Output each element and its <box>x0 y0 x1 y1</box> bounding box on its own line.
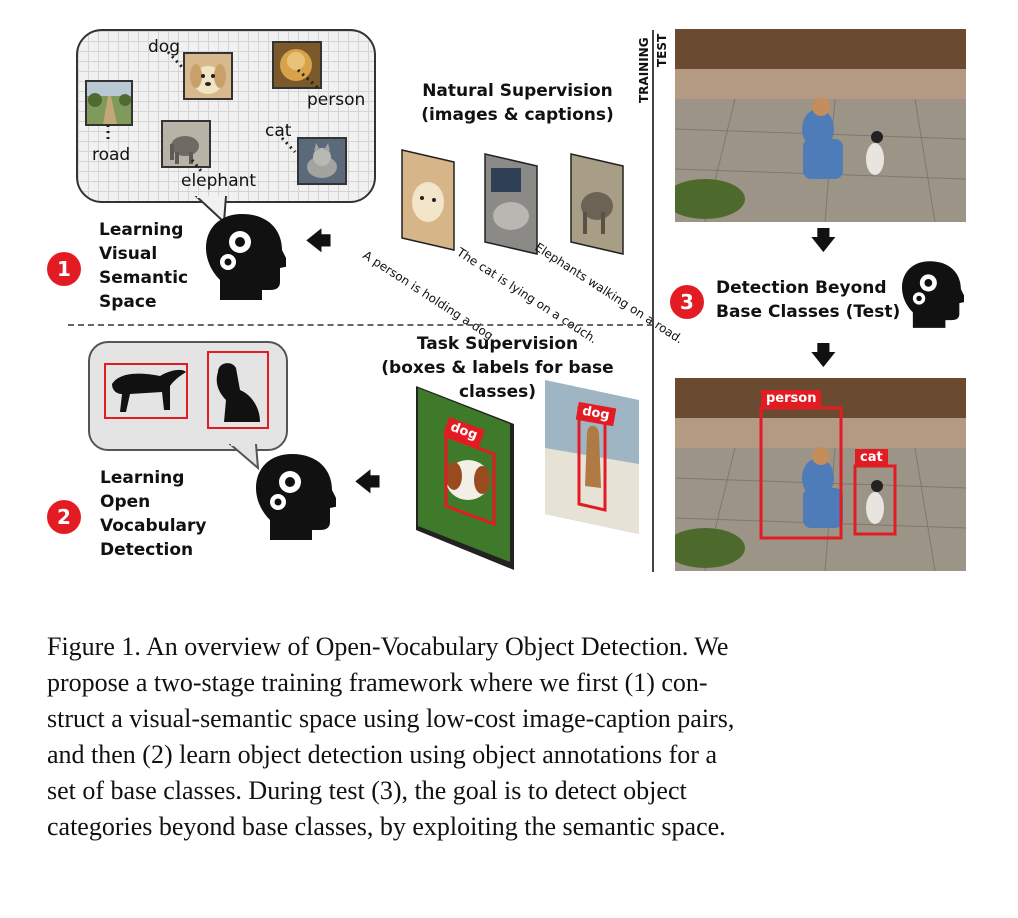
training-label: TRAINING <box>637 37 651 103</box>
training-test-divider <box>652 30 654 572</box>
stage-2-label: Learning Open Vocabulary Detection <box>100 468 207 560</box>
dog-thumbnail <box>183 52 233 100</box>
detection-label-person: person <box>761 390 822 408</box>
task-card-dog-grass <box>416 386 514 570</box>
cat-thumbnail <box>297 137 347 185</box>
caption-card-elephant <box>570 153 624 255</box>
test-photo-input <box>675 29 966 222</box>
test-photo-detections <box>675 378 966 571</box>
concept-elephant-label: elephant <box>181 171 257 191</box>
caption-card-cat <box>484 153 538 255</box>
stage-3-badge: 3 <box>670 285 704 319</box>
person-thumbnail <box>272 41 322 89</box>
dog-silhouette-boxes <box>104 351 269 429</box>
stage-divider <box>68 324 653 326</box>
detection-label-cat: cat <box>855 449 888 467</box>
stage-1-label: Learning Visual Semantic Space <box>99 220 189 312</box>
stage-2-badge: 2 <box>47 500 81 534</box>
bubble-tail-2 <box>228 444 260 470</box>
concept-connectors <box>106 50 320 173</box>
concept-cat-label: cat <box>265 121 292 141</box>
concept-person-label: person <box>307 90 366 110</box>
brain-gears-head-icon-3 <box>902 261 964 328</box>
task-card-dog-beach <box>545 380 639 534</box>
caption-card-dog <box>401 149 455 251</box>
stage-1-badge: 1 <box>47 252 81 286</box>
brain-gears-head-icon-2 <box>256 454 336 540</box>
figure: dog person road cat elephant 1 Learning … <box>47 29 966 572</box>
elephant-thumbnail <box>161 120 211 168</box>
brain-gears-head-icon <box>206 214 286 300</box>
task-supervision-title: Task Supervision (boxes & labels for bas… <box>381 334 614 402</box>
arrow-left-icon-2: 🡄 <box>354 468 381 498</box>
concept-road-label: road <box>92 145 131 165</box>
arrow-down-icon-1: 🡇 <box>810 226 837 256</box>
concept-dog-label: dog <box>148 37 180 57</box>
figure-caption: Figure 1. An overview of Open-Vocabulary… <box>47 632 735 841</box>
stage-3-label: Detection Beyond Base Classes (Test) <box>716 278 901 322</box>
arrow-left-icon-1: 🡄 <box>305 227 332 257</box>
test-label: TEST <box>655 33 669 67</box>
arrow-down-icon-2: 🡇 <box>810 341 837 371</box>
natural-supervision-title: Natural Supervision (images & captions) <box>421 81 614 125</box>
bubble-tail <box>194 196 228 225</box>
